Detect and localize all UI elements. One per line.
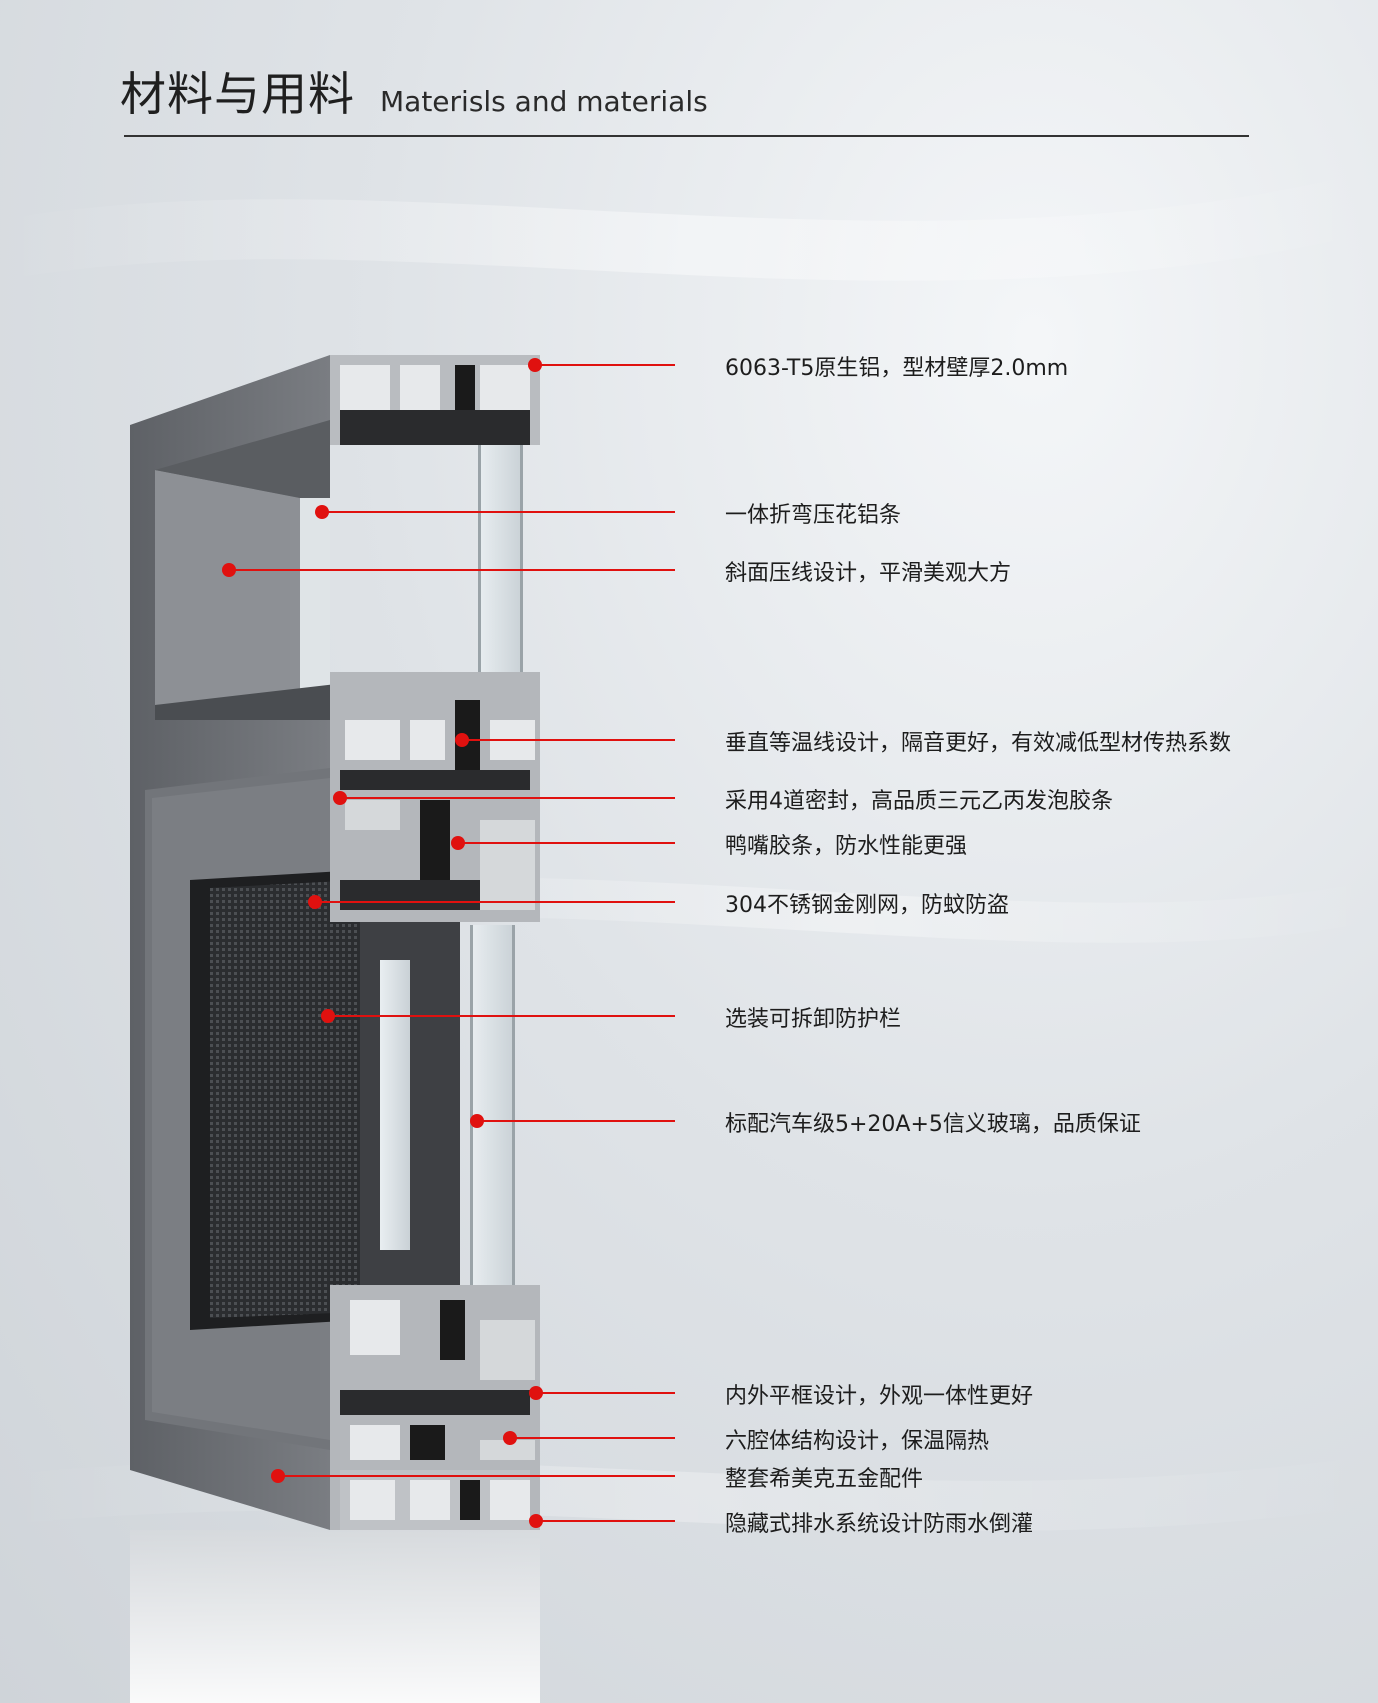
callout-line [229, 569, 675, 571]
callout-marker [271, 1469, 285, 1483]
callout-label: 选装可拆卸防护栏 [725, 1007, 902, 1032]
callout-label: 一体折弯压花铝条 [725, 503, 902, 528]
callout-line [535, 364, 675, 366]
page-header: 材料与用料 Materisls and materials [120, 58, 1248, 138]
callout-line [477, 1120, 675, 1122]
callout-marker [308, 895, 322, 909]
callout-line [510, 1437, 675, 1439]
callout-marker [315, 505, 329, 519]
callout-line [536, 1520, 675, 1522]
callout-line [322, 511, 675, 513]
callout-marker [455, 733, 469, 747]
callout-marker [528, 358, 542, 372]
callout-marker [503, 1431, 517, 1445]
callout-label: 采用4道密封，高品质三元乙丙发泡胶条 [725, 789, 1113, 814]
callout-line [458, 842, 675, 844]
callout-marker [222, 563, 236, 577]
callout-marker [529, 1514, 543, 1528]
callout-line [462, 739, 675, 741]
callout-line [536, 1392, 675, 1394]
callout-label: 鸭嘴胶条，防水性能更强 [725, 834, 968, 859]
callout-line [340, 797, 675, 799]
callout-label: 斜面压线设计，平滑美观大方 [725, 561, 1012, 586]
callout-label: 垂直等温线设计，隔音更好，有效减低型材传热系数 [725, 731, 1232, 756]
callout-label: 隐藏式排水系统设计防雨水倒灌 [725, 1512, 1034, 1537]
page-title-zh: 材料与用料 [120, 67, 355, 121]
callout-marker [333, 791, 347, 805]
header-divider [124, 135, 1249, 137]
page-title-en: Materisls and materials [380, 85, 708, 118]
callout-label: 整套希美克五金配件 [725, 1467, 924, 1492]
callout-label: 六腔体结构设计，保温隔热 [725, 1429, 990, 1454]
callout-line [315, 901, 675, 903]
callout-line [328, 1015, 675, 1017]
callout-marker [529, 1386, 543, 1400]
callout-marker [321, 1009, 335, 1023]
callout-marker [470, 1114, 484, 1128]
callout-label: 内外平框设计，外观一体性更好 [725, 1384, 1034, 1409]
callout-label: 标配汽车级5+20A+5信义玻璃，品质保证 [725, 1112, 1141, 1137]
callout-label: 304不锈钢金刚网，防蚊防盗 [725, 893, 1009, 918]
callout-marker [451, 836, 465, 850]
callout-line [278, 1475, 675, 1477]
callout-label: 6063-T5原生铝，型材壁厚2.0mm [725, 356, 1069, 381]
